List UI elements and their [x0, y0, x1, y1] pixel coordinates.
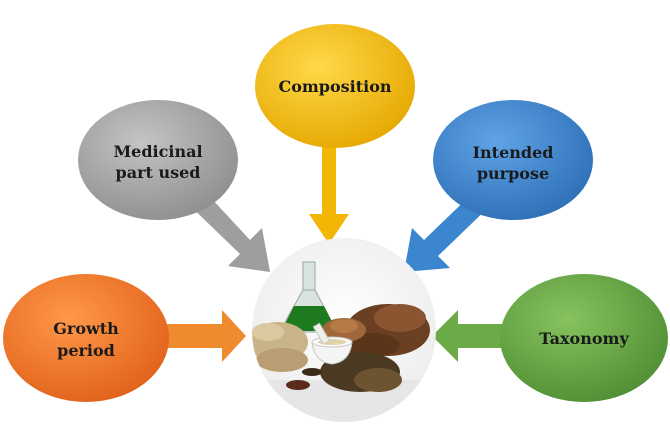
- label-intended-line1: Intended: [473, 143, 554, 162]
- label-taxonomy: Taxonomy: [539, 329, 629, 348]
- node-taxonomy: [500, 274, 668, 402]
- label-intended-line2: purpose: [477, 164, 549, 183]
- arrow-composition: [309, 142, 349, 244]
- center-herbal-photo: [252, 238, 436, 422]
- node-intended: [433, 100, 593, 220]
- arrow-growth: [155, 310, 246, 362]
- label-composition: Composition: [278, 77, 391, 96]
- label-medicinal-line1: Medicinal: [113, 142, 202, 161]
- node-composition: [255, 24, 415, 148]
- label-growth-line2: period: [57, 341, 115, 360]
- node-medicinal: [78, 100, 238, 220]
- mortar: [311, 322, 353, 365]
- node-growth: [3, 274, 169, 402]
- arrow-taxonomy: [432, 310, 520, 362]
- label-growth-line1: Growth: [53, 319, 119, 338]
- label-medicinal-line2: part used: [116, 163, 201, 182]
